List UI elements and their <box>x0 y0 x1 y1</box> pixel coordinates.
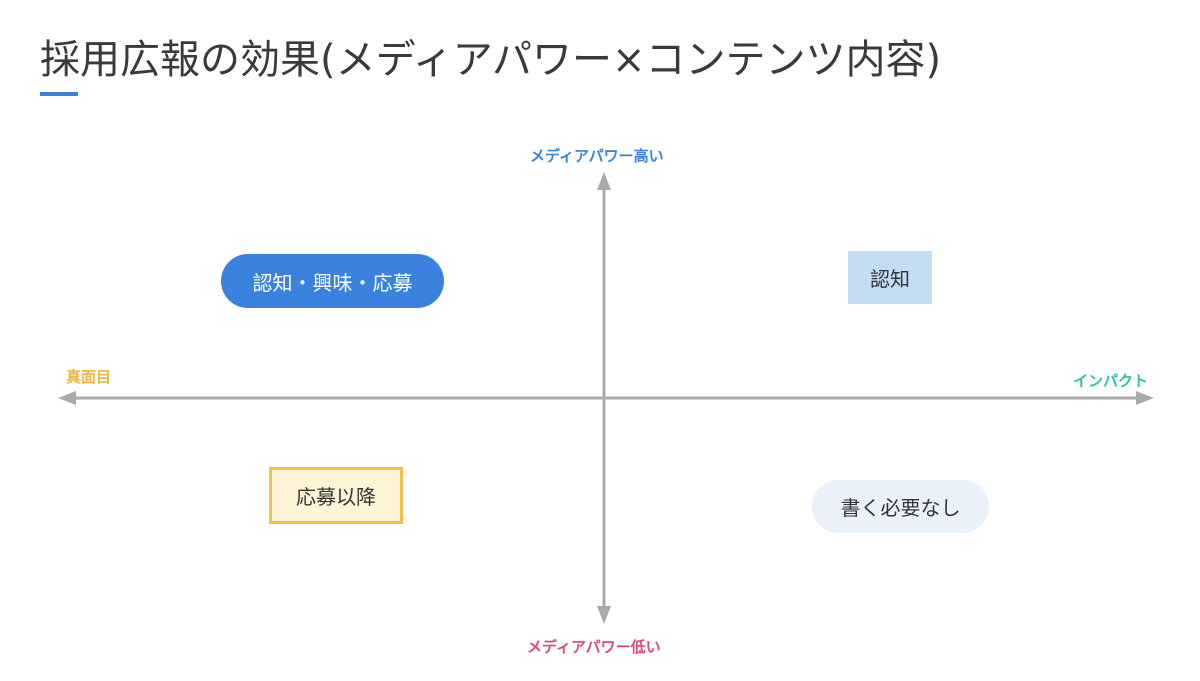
axis-label-media-power-low: メディアパワー低い <box>527 638 661 656</box>
axis-label-impact: インパクト <box>1073 372 1149 390</box>
quadrant-bottom-right-box: 書く必要なし <box>812 480 989 533</box>
horizontal-axis-left-arrow <box>58 391 76 405</box>
page-title: 採用広報の効果(メディアパワー×コンテンツ内容) <box>40 37 942 83</box>
axis-label-serious: 真面目 <box>66 368 112 386</box>
horizontal-axis <box>58 391 1154 405</box>
axis-label-media-power-high: メディアパワー高い <box>530 147 664 165</box>
quadrant-top-right-box: 認知 <box>848 251 932 304</box>
vertical-axis-bottom-arrow <box>597 606 611 624</box>
horizontal-axis-right-arrow <box>1136 391 1154 405</box>
quadrant-bottom-left-box: 応募以降 <box>269 467 403 524</box>
quadrant-top-left-box: 認知・興味・応募 <box>221 254 444 308</box>
vertical-axis-top-arrow <box>597 172 611 190</box>
title-underline <box>40 92 78 96</box>
